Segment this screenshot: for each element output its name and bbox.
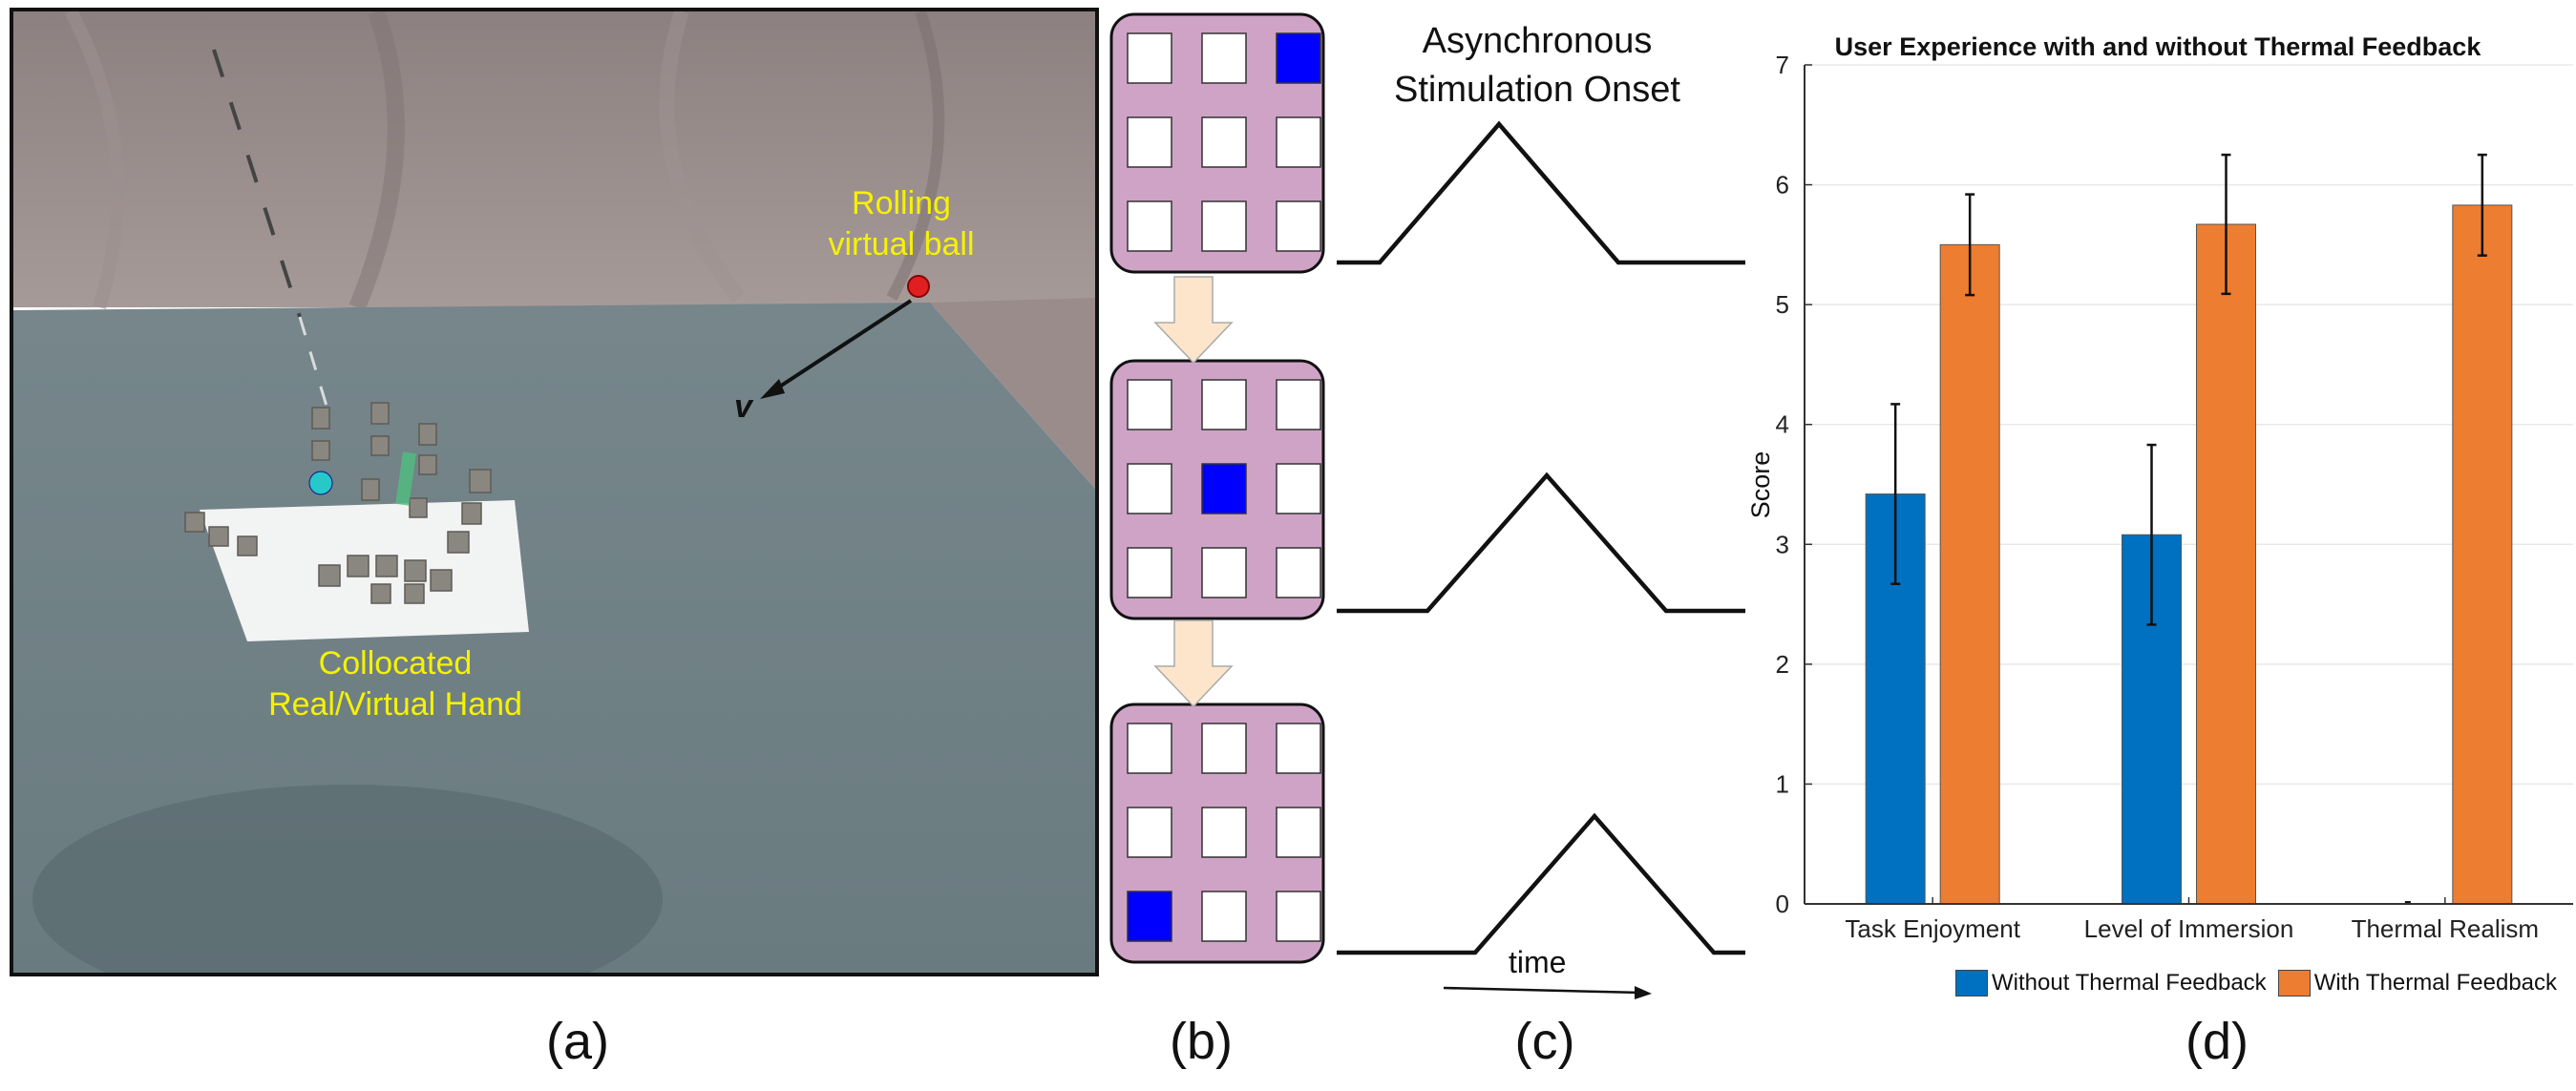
- rolling-ball-label: Rolling virtual ball: [828, 185, 975, 262]
- grid-cell: [1276, 200, 1321, 252]
- vr-scene-panel: Rolling virtual ball Collocated Real/Vir…: [10, 8, 1099, 976]
- y-tick-label: 1: [1776, 769, 1789, 798]
- time-axis-label: time: [1509, 945, 1567, 979]
- waveform-2: [1337, 472, 1745, 614]
- grid-cell: [1276, 891, 1321, 942]
- grid-cell: [1201, 379, 1247, 430]
- grid-cell: [1127, 116, 1172, 168]
- grid-cell: [1201, 891, 1247, 942]
- time-arrowhead: [1635, 986, 1652, 999]
- active-grid-cell: [1276, 32, 1321, 84]
- waveform-3: [1337, 812, 1745, 955]
- grid-cell: [1127, 723, 1172, 774]
- y-tick-label: 0: [1776, 890, 1789, 918]
- grid-cell: [1127, 200, 1172, 252]
- grid-cell: [1276, 547, 1321, 598]
- y-axis-label: Score: [1746, 451, 1775, 519]
- x-tick-label: Thermal Realism: [2352, 914, 2540, 943]
- caption-a: (a): [546, 1013, 609, 1070]
- bar-chart: User Experience with and without Thermal…: [1746, 32, 2573, 943]
- legend-swatch-with: [2277, 970, 2311, 997]
- y-tick-label: 4: [1776, 410, 1789, 439]
- legend-item-without: Without Thermal Feedback: [1955, 970, 2267, 997]
- grid-cell: [1276, 379, 1321, 430]
- grid-cell: [1201, 807, 1247, 858]
- legend-label-without: Without Thermal Feedback: [1992, 970, 2267, 996]
- grid-cell: [1127, 463, 1172, 514]
- grid-cell: [1276, 463, 1321, 514]
- grid-cell: [1201, 547, 1247, 598]
- time-arrow: [1443, 986, 1643, 995]
- y-tick-label: 2: [1776, 650, 1789, 679]
- legend-swatch-without: [1955, 970, 1988, 997]
- y-tick-label: 6: [1776, 171, 1789, 199]
- down-arrow-1: [1153, 276, 1234, 365]
- down-arrow-2: [1153, 619, 1234, 708]
- active-grid-cell: [1127, 891, 1172, 942]
- grid-cell: [1201, 32, 1247, 84]
- stimulation-grids-panel: [1109, 12, 1325, 964]
- waveform-title: Asynchronous Stimulation Onset: [1394, 21, 1680, 111]
- bar-with-3: [2452, 204, 2513, 905]
- velocity-label: v: [734, 388, 752, 425]
- waveform-panel: [1337, 120, 1745, 999]
- collocated-hand-label: Collocated Real/Virtual Hand: [268, 645, 522, 723]
- legend-label-with: With Thermal Feedback: [2313, 970, 2558, 996]
- chart-title: User Experience with and without Thermal…: [1835, 32, 2482, 61]
- y-tick-label: 3: [1776, 530, 1789, 558]
- bar-with-1: [1939, 243, 2000, 905]
- chart-legend: Without Thermal Feedback With Thermal Fe…: [1955, 964, 2568, 1002]
- grid-cell: [1127, 807, 1172, 858]
- grid-cell: [1276, 116, 1321, 168]
- active-grid-cell: [1201, 463, 1247, 514]
- legend-item-with: With Thermal Feedback: [2277, 970, 2558, 997]
- x-tick-label: Task Enjoyment: [1845, 914, 2020, 943]
- grid-cell: [1127, 32, 1172, 84]
- caption-b: (b): [1170, 1013, 1233, 1070]
- grid-cell: [1201, 116, 1247, 168]
- bar-with-2: [2196, 223, 2256, 905]
- grid-cell: [1201, 723, 1247, 774]
- grid-cell: [1201, 200, 1247, 252]
- caption-c: (c): [1514, 1013, 1575, 1070]
- waveform-1: [1337, 120, 1745, 265]
- grid-cell: [1276, 723, 1321, 774]
- x-tick-label: Level of Immersion: [2084, 914, 2294, 943]
- vr-scene-image: [13, 11, 1095, 973]
- caption-d: (d): [2185, 1013, 2249, 1070]
- y-tick-label: 5: [1776, 290, 1789, 319]
- grid-cell: [1127, 379, 1172, 430]
- grid-cell: [1276, 807, 1321, 858]
- y-tick-label: 7: [1776, 51, 1789, 79]
- grid-cell: [1127, 547, 1172, 598]
